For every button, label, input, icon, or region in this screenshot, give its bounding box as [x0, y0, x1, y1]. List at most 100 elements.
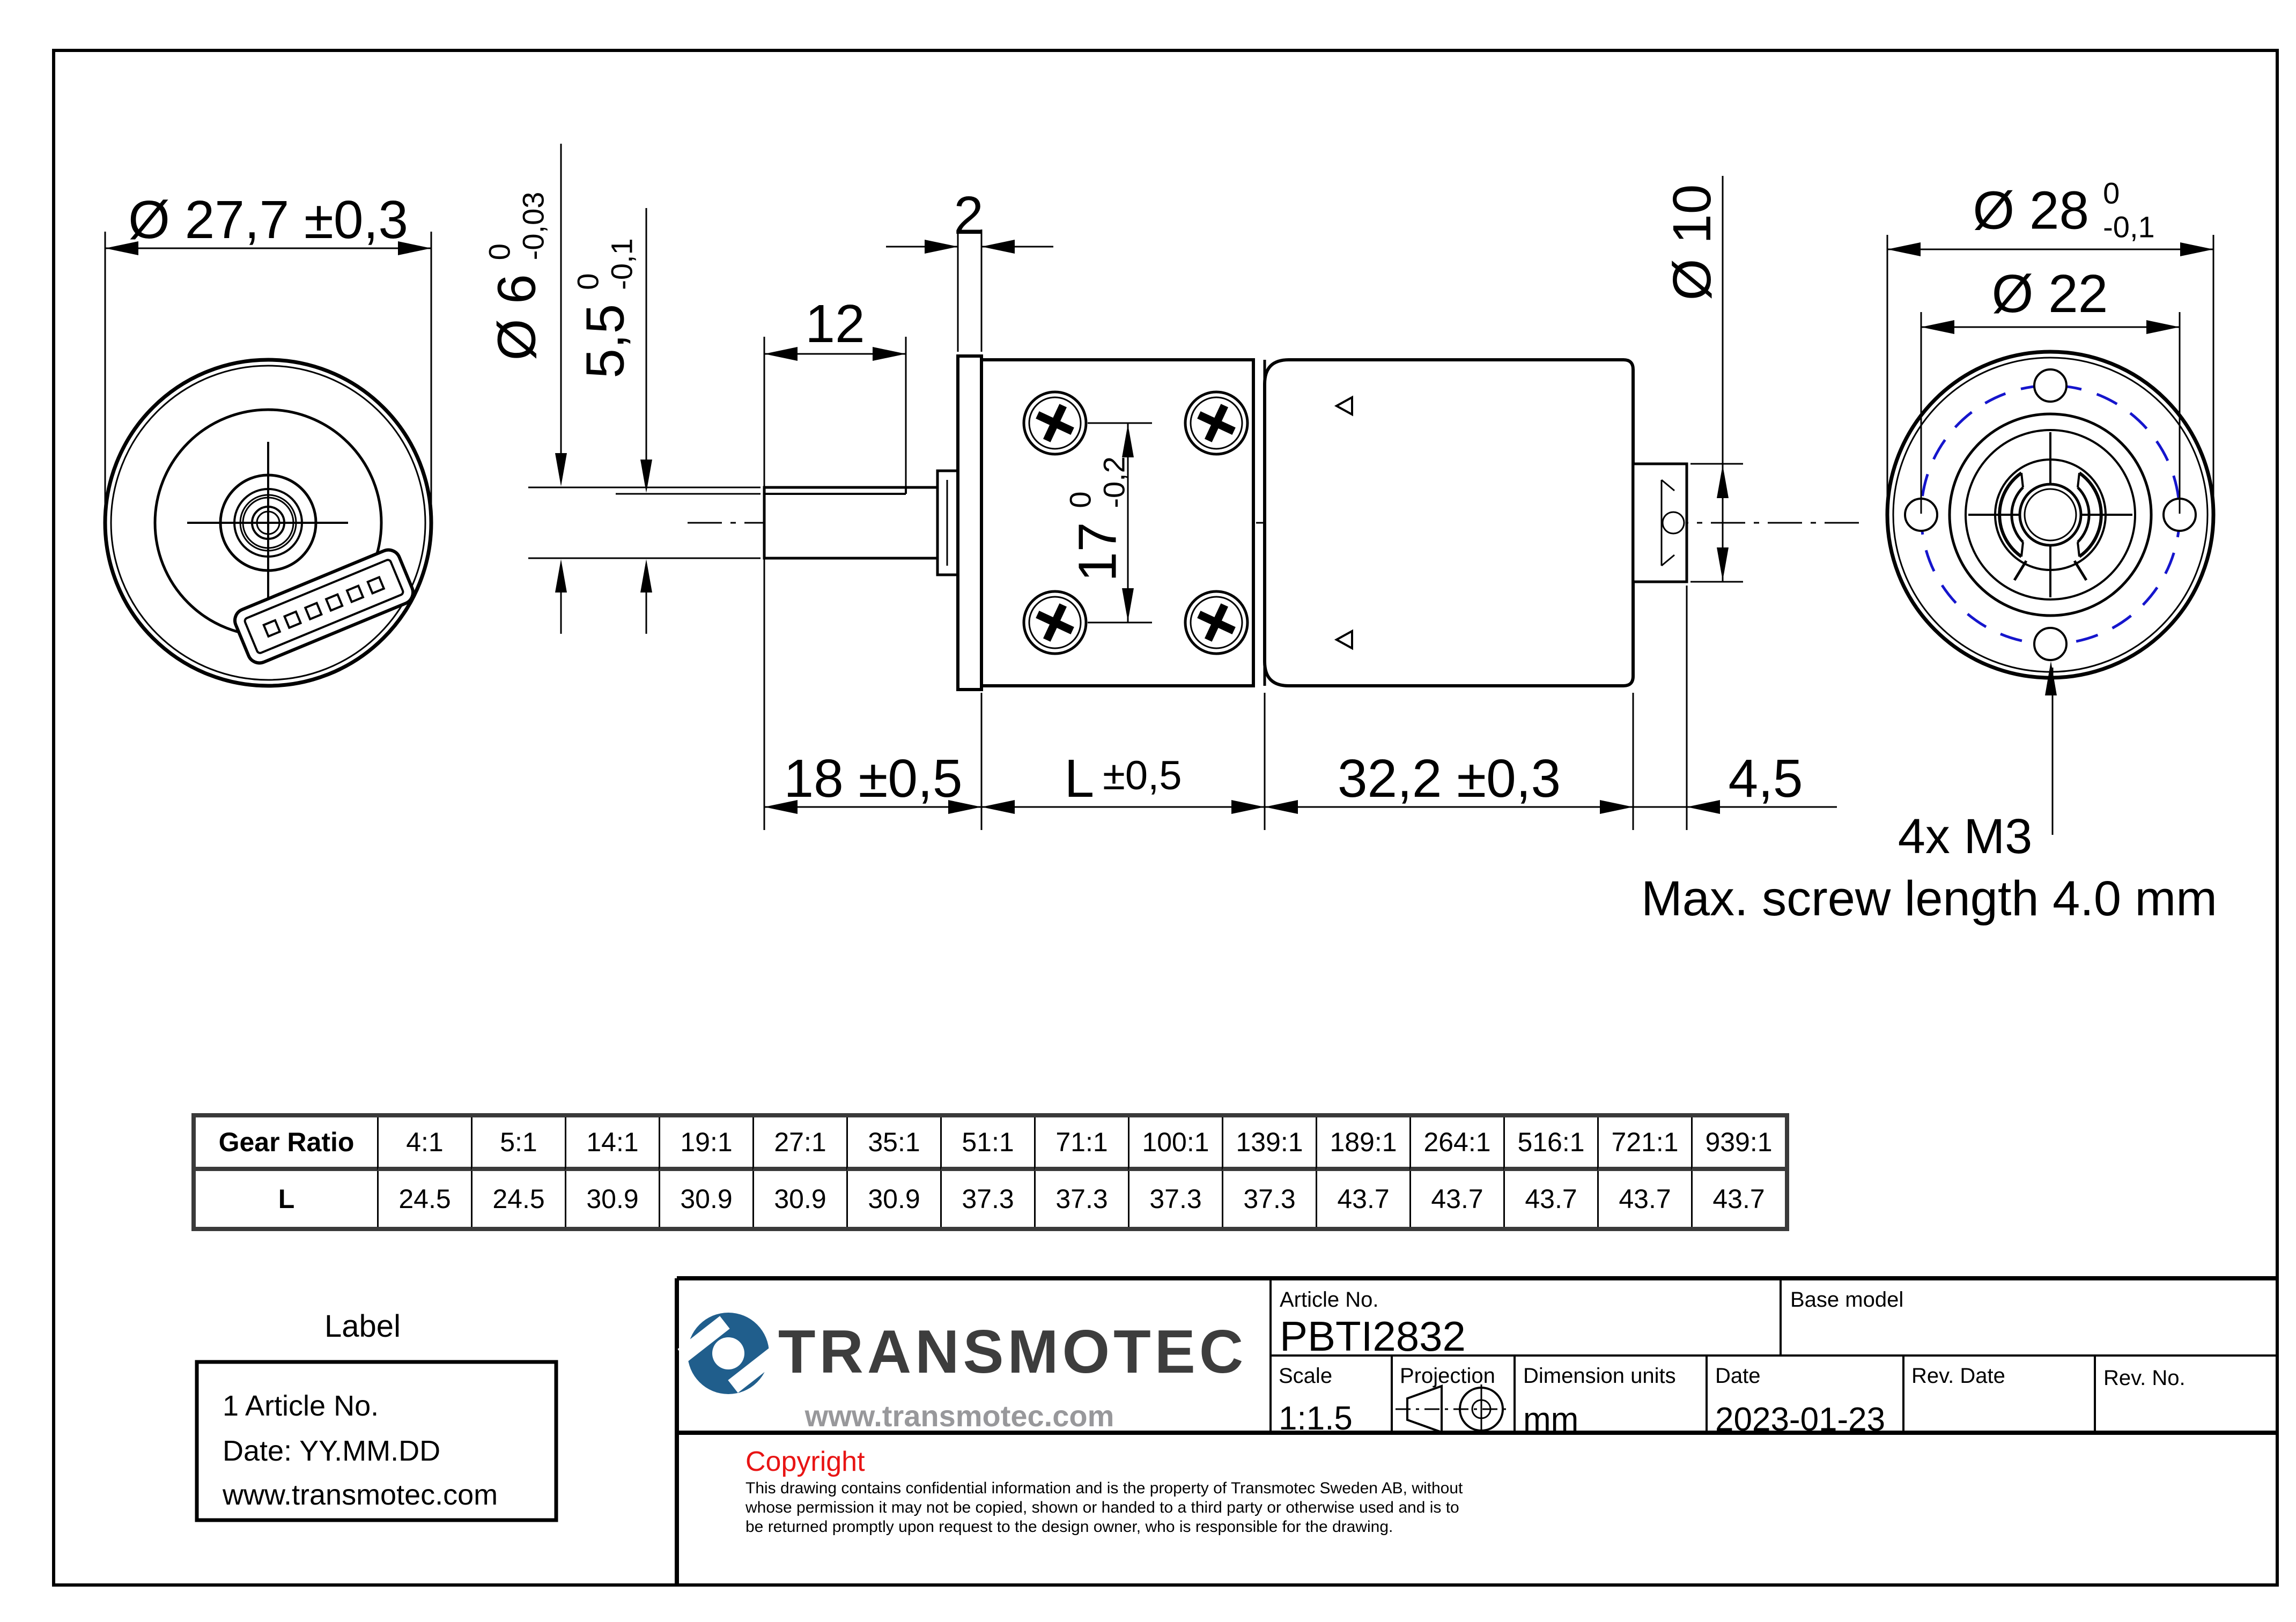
dim-shaft-flat-height-tolerance: 0 -0,1 [571, 238, 638, 290]
base-model-label: Base model [1790, 1288, 1904, 1312]
dim-gear-length-tolerance: ±0,5 [1103, 753, 1182, 798]
label-box-line: Date: YY.MM.DD [223, 1435, 441, 1467]
date-label: Date [1715, 1364, 1761, 1388]
dim-shaft-diameter: Ø 6 0 -0,03 [482, 191, 550, 361]
tol-lower: -0,2 [1097, 456, 1131, 508]
note-screw-length: Max. screw length 4.0 mm [1641, 871, 2217, 926]
side-view [688, 176, 1860, 830]
table-cell-ratio: 51:1 [940, 1117, 1034, 1171]
copyright-line: This drawing contains confidential infor… [745, 1479, 1463, 1497]
tol-upper: 0 [2103, 176, 2120, 210]
dim-front-diameter: Ø 27,7 ±0,3 [128, 190, 408, 250]
table-cell-length: 37.3 [1222, 1171, 1316, 1227]
note-mount-holes: 4x M3 [1898, 809, 2033, 864]
title-block-lines [675, 1276, 2277, 1583]
dim-rear-outer-diameter: Ø 28 0 -0,1 [1973, 176, 2154, 243]
dim-shaft-diameter-tolerance: 0 -0,03 [482, 191, 550, 261]
label-box-title: Label [324, 1309, 401, 1344]
dim-shaft-flat-height: 5,5 0 -0,1 [571, 238, 638, 379]
table-header-gear-ratio: Gear Ratio [196, 1117, 377, 1171]
dim-shaft-flat-length: 12 [805, 294, 865, 354]
table-cell-length: 43.7 [1409, 1171, 1503, 1227]
table-cell-length: 43.7 [1503, 1171, 1597, 1227]
units-value: mm [1523, 1401, 1579, 1438]
article-no-label: Article No. [1280, 1288, 1379, 1312]
label-box-outline [195, 1360, 558, 1522]
units-label: Dimension units [1523, 1364, 1676, 1388]
table-cell-ratio: 27:1 [752, 1117, 846, 1171]
table-cell-ratio: 5:1 [471, 1117, 565, 1171]
scale-label: Scale [1279, 1364, 1333, 1388]
table-cell-ratio: 264:1 [1409, 1117, 1503, 1171]
table-cell-length: 43.7 [1316, 1171, 1409, 1227]
projection-label: Projection [1400, 1364, 1495, 1388]
connector-6pin [233, 548, 415, 665]
table-cell-ratio: 100:1 [1128, 1117, 1222, 1171]
tol-lower: -0,03 [516, 191, 550, 261]
dim-shaft-length: 18 ±0,5 [784, 749, 963, 809]
tol-lower: -0,1 [604, 238, 638, 290]
rev-date-label: Rev. Date [1911, 1364, 2005, 1388]
date-value: 2023-01-23 [1715, 1401, 1886, 1438]
front-view [103, 232, 433, 688]
rev-no-label: Rev. No. [2103, 1366, 2186, 1390]
gear-ratio-table: Gear Ratio 4:1 5:1 14:1 19:1 27:1 35:1 5… [191, 1113, 1789, 1231]
copyright-title: Copyright [745, 1446, 865, 1477]
dim-gear-length-value: L [1064, 749, 1095, 809]
table-cell-length: 24.5 [471, 1171, 565, 1227]
table-cell-length: 24.5 [377, 1171, 471, 1227]
dim-screw-spacing-tolerance: 0 -0,2 [1063, 456, 1131, 508]
table-cell-ratio: 14:1 [565, 1117, 659, 1171]
table-cell-ratio: 19:1 [659, 1117, 752, 1171]
table-cell-ratio: 189:1 [1316, 1117, 1409, 1171]
tol-upper: 0 [571, 273, 605, 290]
table-cell-length: 30.9 [846, 1171, 940, 1227]
label-box-line: 1 Article No. [223, 1390, 379, 1422]
dim-flange-thickness: 2 [954, 186, 984, 246]
table-cell-length: 43.7 [1691, 1171, 1785, 1227]
table-header-l: L [278, 1184, 295, 1214]
gearbox-screws [1022, 390, 1249, 655]
sheet-border [52, 49, 2279, 1587]
table-cell-ratio: 939:1 [1691, 1117, 1785, 1171]
table-cell-length: 37.3 [940, 1171, 1034, 1227]
tol-upper: 0 [1063, 491, 1097, 508]
label-box-line: www.transmotec.com [223, 1479, 498, 1511]
article-no-value: PBTI2832 [1280, 1313, 1466, 1360]
tol-lower: -0,1 [2103, 210, 2155, 243]
table-cell-ratio: 516:1 [1503, 1117, 1597, 1171]
first-angle-projection-icon [1396, 1384, 1511, 1434]
table-cell-ratio: 139:1 [1222, 1117, 1316, 1171]
table-cell-length: 37.3 [1128, 1171, 1222, 1227]
dim-bolt-circle: Ø 22 [1991, 264, 2108, 324]
brand-wordmark: TRANSMOTEC [778, 1318, 1247, 1386]
scale-value: 1:1.5 [1279, 1400, 1353, 1437]
dim-boss-diameter: Ø 10 [1662, 184, 1722, 301]
copyright-line: be returned promptly upon request to the… [745, 1518, 1393, 1536]
shaft-dims [528, 144, 761, 634]
dim-screw-spacing: 17 0 -0,2 [1063, 456, 1131, 582]
table-cell-ratio: 71:1 [1034, 1117, 1128, 1171]
table-cell-ratio: 4:1 [377, 1117, 471, 1171]
table-cell-length: 30.9 [565, 1171, 659, 1227]
vent-mark-icon [1334, 395, 1353, 417]
dim-boss-length: 4,5 [1728, 749, 1803, 809]
vent-mark-icon [1334, 629, 1353, 650]
dim-screw-spacing-value: 17 [1067, 522, 1127, 582]
table-cell-ratio: 35:1 [846, 1117, 940, 1171]
dim-rear-outer-diameter-value: Ø 28 [1973, 180, 2090, 240]
tol-upper: 0 [482, 243, 516, 261]
table-cell-length: 37.3 [1034, 1171, 1128, 1227]
table-cell-length: 30.9 [752, 1171, 846, 1227]
dim-shaft-diameter-value: Ø 6 [486, 274, 547, 361]
table-cell-length: 43.7 [1597, 1171, 1691, 1227]
dim-shaft-flat-height-value: 5,5 [575, 303, 635, 379]
dim-motor-length: 32,2 ±0,3 [1337, 749, 1561, 809]
copyright-line: whose permission it may not be copied, s… [745, 1499, 1459, 1516]
dim-gear-length: L±0,5 [1065, 752, 1182, 805]
brand-website: www.transmotec.com [804, 1399, 1114, 1433]
dim-rear-outer-diameter-tolerance: 0 -0,1 [2103, 176, 2155, 243]
table-cell-length: 30.9 [659, 1171, 752, 1227]
